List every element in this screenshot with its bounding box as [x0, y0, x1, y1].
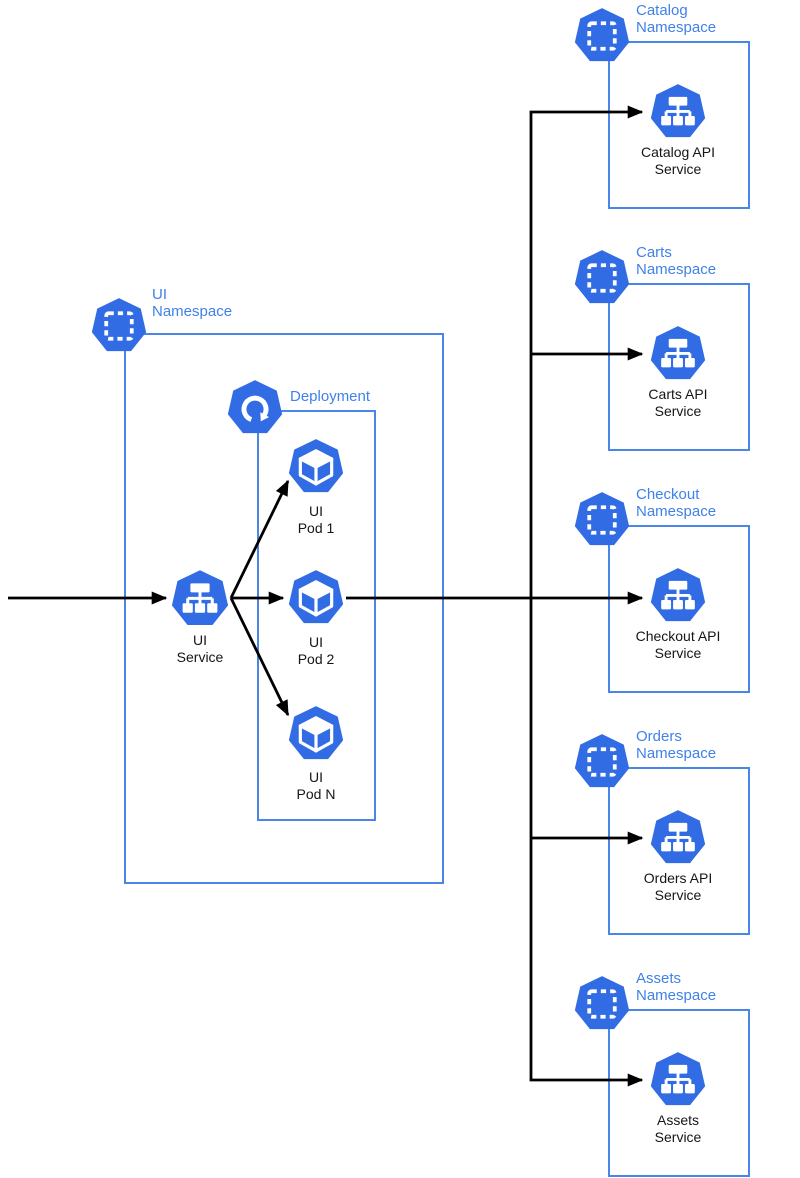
carts-namespace-box: [608, 283, 750, 451]
ui-pod-1-icon: [287, 438, 345, 494]
ui-namespace-box: [124, 333, 444, 884]
assets-namespace-box: [608, 1009, 750, 1177]
ui-namespace-icon: [90, 297, 148, 353]
deployment-box: [257, 410, 376, 821]
ui-pod-n-icon: [287, 705, 345, 761]
catalog-api-service-icon: [649, 83, 707, 139]
orders-namespace-icon: [573, 733, 631, 789]
arrow-trunk-to-catalog-service: [529, 105, 644, 598]
arrow-trunk-to-assets-service: [529, 598, 644, 1087]
assets-service-icon: [649, 1051, 707, 1107]
checkout-namespace-box: [608, 525, 750, 693]
checkout-api-service-icon: [649, 567, 707, 623]
assets-namespace-icon: [573, 975, 631, 1031]
catalog-namespace-icon: [573, 7, 631, 63]
checkout-namespace-icon: [573, 491, 631, 547]
orders-api-service-icon: [649, 809, 707, 865]
orders-namespace-box: [608, 767, 750, 935]
arrow-ui-service-to-pod-1: [229, 479, 290, 599]
ui-pod-2-icon: [287, 569, 345, 625]
catalog-namespace-box: [608, 41, 750, 209]
arrow-ui-service-to-pod-n: [229, 597, 290, 717]
carts-namespace-icon: [573, 249, 631, 305]
ui-service-icon: [170, 569, 230, 627]
carts-api-service-icon: [649, 325, 707, 381]
deployment-icon: [228, 380, 282, 433]
